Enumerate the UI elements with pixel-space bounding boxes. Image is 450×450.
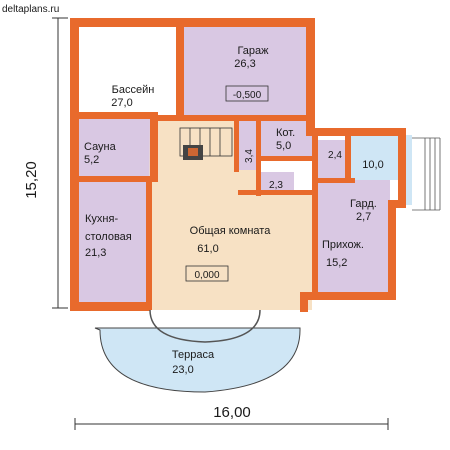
porch-steps bbox=[412, 137, 441, 211]
pool-label: Бассейн bbox=[112, 84, 155, 96]
hallway-label: Прихож. bbox=[322, 239, 364, 251]
wardrobe-area: 2,7 bbox=[356, 211, 371, 223]
wc-area: 2,3 bbox=[269, 180, 283, 191]
room-fills bbox=[78, 25, 412, 392]
terrace-outline bbox=[94, 327, 301, 393]
sauna-area: 5,2 bbox=[84, 154, 99, 166]
terrace-label: Терраса bbox=[172, 349, 215, 361]
sauna-label: Сауна bbox=[84, 141, 117, 153]
fireplace bbox=[183, 145, 203, 160]
garage-label: Гараж bbox=[237, 45, 269, 57]
porch-area: 10,0 bbox=[362, 159, 383, 171]
width-dimension: 16,00 bbox=[213, 404, 251, 421]
living-label: Общая комната bbox=[190, 225, 272, 237]
living-level-box bbox=[185, 265, 229, 282]
kitchen-label-1: Кухня- bbox=[85, 213, 118, 225]
walls bbox=[70, 18, 406, 312]
garage-level-box bbox=[225, 85, 269, 102]
terrace-area: 23,0 bbox=[172, 364, 193, 376]
kitchen-area: 21,3 bbox=[85, 247, 106, 259]
living-area: 61,0 bbox=[197, 243, 218, 255]
kitchen-label-2: столовая bbox=[85, 231, 132, 243]
hallway-area: 15,2 bbox=[326, 257, 347, 269]
pool-area: 27,0 bbox=[111, 97, 132, 109]
wardrobe-label: Гард. bbox=[350, 198, 377, 210]
garage-level: -0,500 bbox=[233, 90, 262, 101]
dimension-lines bbox=[52, 17, 389, 430]
height-dimension: 15,20 bbox=[23, 161, 40, 199]
garage-area: 26,3 bbox=[234, 58, 255, 70]
site-watermark: deltaplans.ru bbox=[2, 4, 59, 15]
bay-window bbox=[149, 309, 261, 343]
boiler-label: Кот. bbox=[276, 127, 295, 139]
small-hall-area: 2,4 bbox=[328, 150, 342, 161]
living-level: 0,000 bbox=[194, 270, 219, 281]
stair-area: 3,4 bbox=[244, 149, 255, 163]
boiler-area: 5,0 bbox=[276, 140, 291, 152]
